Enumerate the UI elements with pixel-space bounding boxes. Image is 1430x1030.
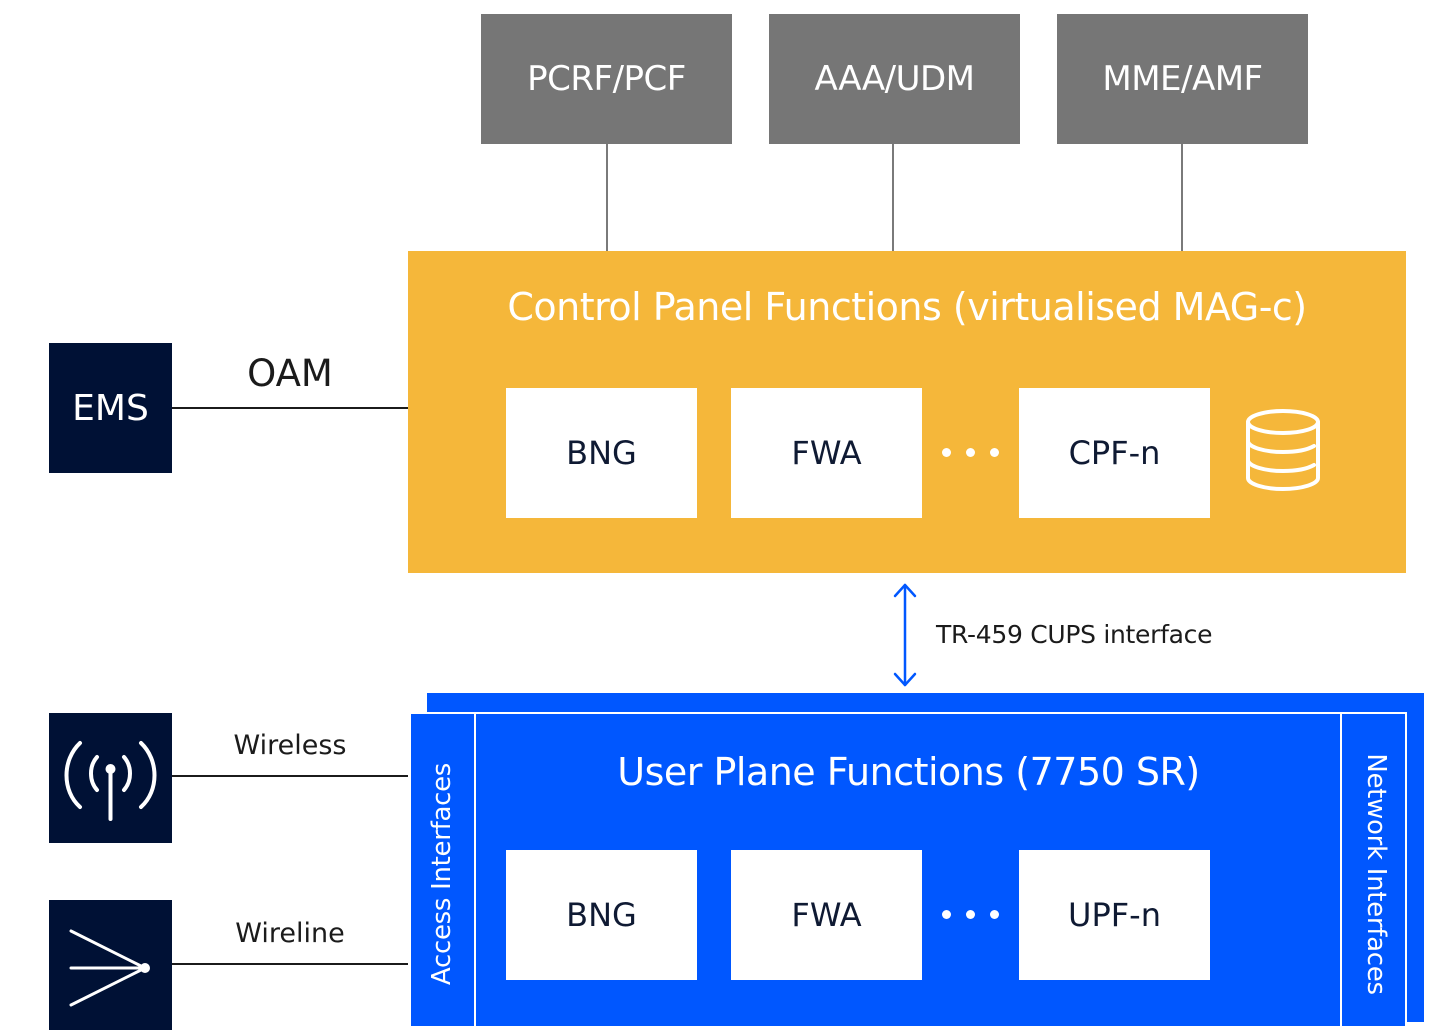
cp-fwa-box: FWA	[731, 388, 922, 518]
up-upf-n-box: UPF-n	[1019, 850, 1210, 980]
cp-bng-box: BNG	[506, 388, 697, 518]
cp-ellipsis	[942, 448, 999, 457]
wireless-antenna-icon	[64, 741, 157, 821]
up-bng-box: BNG	[506, 850, 697, 980]
wireline-link	[172, 963, 408, 965]
wireline-node-box	[49, 900, 172, 1030]
access-divider	[474, 712, 476, 1026]
control-panel-title: Control Panel Functions (virtualised MAG…	[507, 285, 1307, 329]
pcrf-connector	[606, 144, 608, 251]
aaa-udm-box: AAA/UDM	[769, 14, 1020, 144]
bidirectional-arrow-icon	[893, 583, 917, 687]
oam-label: OAM	[247, 352, 333, 395]
network-interfaces-label: Network Interfaces	[1361, 753, 1391, 995]
network-divider	[1340, 712, 1342, 1026]
wireline-splitter-icon	[69, 929, 150, 1007]
mme-connector	[1181, 144, 1183, 251]
cp-cpf-n-box: CPF-n	[1019, 388, 1210, 518]
oam-link	[172, 407, 408, 409]
pcrf-pcf-box: PCRF/PCF	[481, 14, 732, 144]
aaa-connector	[892, 144, 894, 251]
user-plane-title: User Plane Functions (7750 SR)	[617, 750, 1200, 794]
wireless-label: Wireless	[233, 730, 347, 761]
wireless-node-box	[49, 713, 172, 843]
wireless-link	[172, 775, 408, 777]
access-interfaces-label: Access Interfaces	[427, 762, 457, 986]
cups-interface-label: TR-459 CUPS interface	[936, 620, 1213, 649]
up-fwa-box: FWA	[731, 850, 922, 980]
up-ellipsis	[942, 910, 999, 919]
wireline-label: Wireline	[235, 918, 345, 949]
ems-box: EMS	[49, 343, 172, 473]
ems-label: EMS	[72, 387, 149, 429]
mme-amf-box: MME/AMF	[1057, 14, 1308, 144]
database-icon	[1246, 409, 1320, 492]
